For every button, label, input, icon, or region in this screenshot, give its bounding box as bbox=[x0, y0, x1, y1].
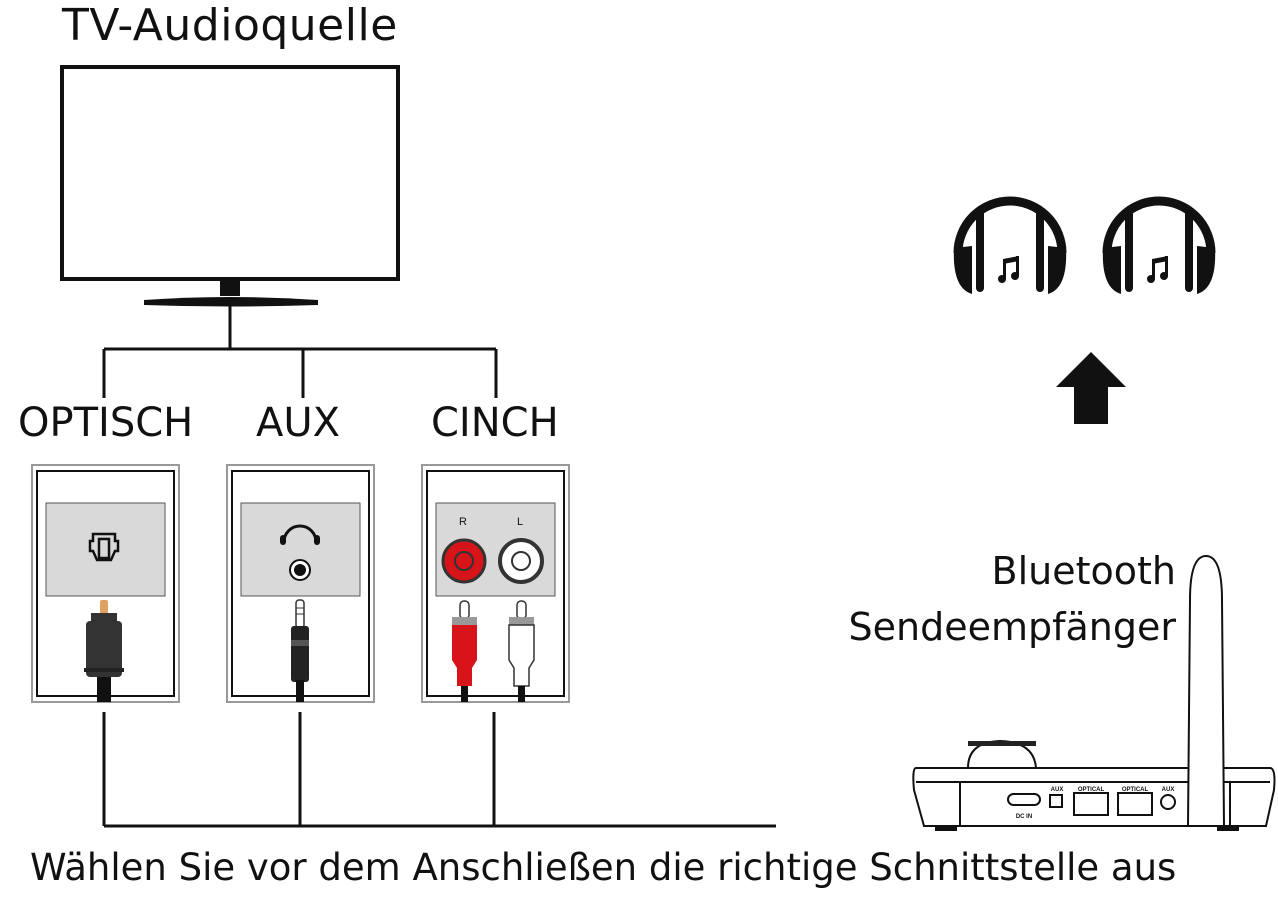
music-note-icon bbox=[998, 256, 1019, 283]
headphones-icon-1 bbox=[953, 196, 1067, 294]
rca-right-label: R bbox=[459, 516, 467, 528]
diagram-title: TV-Audioquelle bbox=[62, 0, 398, 51]
caption: Wählen Sie vor dem Anschließen die richt… bbox=[30, 846, 1177, 889]
optical-port-icon bbox=[88, 532, 120, 562]
bluetooth-transmitter-device bbox=[912, 554, 1276, 831]
aux-connection-box bbox=[226, 464, 375, 703]
connector-lines-top bbox=[102, 306, 498, 398]
rca-right-port-icon bbox=[441, 538, 487, 584]
device-label-line1: Bluetooth bbox=[991, 549, 1176, 593]
music-note-icon bbox=[1147, 256, 1168, 283]
port-label-optical-1: OPTICAL bbox=[1078, 787, 1105, 793]
device-label-line2: Sendeempfänger bbox=[848, 605, 1176, 649]
port-label-optical-2: OPTICAL bbox=[1122, 787, 1149, 793]
arrow-up-icon bbox=[1056, 352, 1126, 424]
connector-lines-bottom bbox=[102, 712, 776, 828]
aux-plug-icon bbox=[291, 599, 309, 702]
optical-connection-box bbox=[31, 464, 180, 703]
label-optisch: OPTISCH bbox=[18, 400, 194, 446]
label-cinch: CINCH bbox=[431, 400, 559, 446]
optical-plug-icon bbox=[84, 600, 124, 702]
cinch-connection-box: R L bbox=[421, 464, 570, 703]
rca-left-port-icon bbox=[498, 538, 544, 584]
rca-red-plug-icon bbox=[452, 600, 477, 702]
tv-icon bbox=[60, 65, 400, 307]
device-label: Bluetooth Sendeempfänger bbox=[849, 543, 1176, 655]
port-label-aux-2: AUX bbox=[1162, 787, 1175, 793]
rca-left-label: L bbox=[517, 516, 523, 528]
headphone-jack-icon bbox=[280, 524, 320, 581]
port-label-aux-1: AUX bbox=[1051, 787, 1064, 793]
rca-white-plug-icon bbox=[508, 600, 535, 702]
port-label-dc-in: DC IN bbox=[1016, 814, 1032, 820]
headphones-icon-2 bbox=[1102, 196, 1216, 294]
label-aux: AUX bbox=[256, 400, 341, 446]
